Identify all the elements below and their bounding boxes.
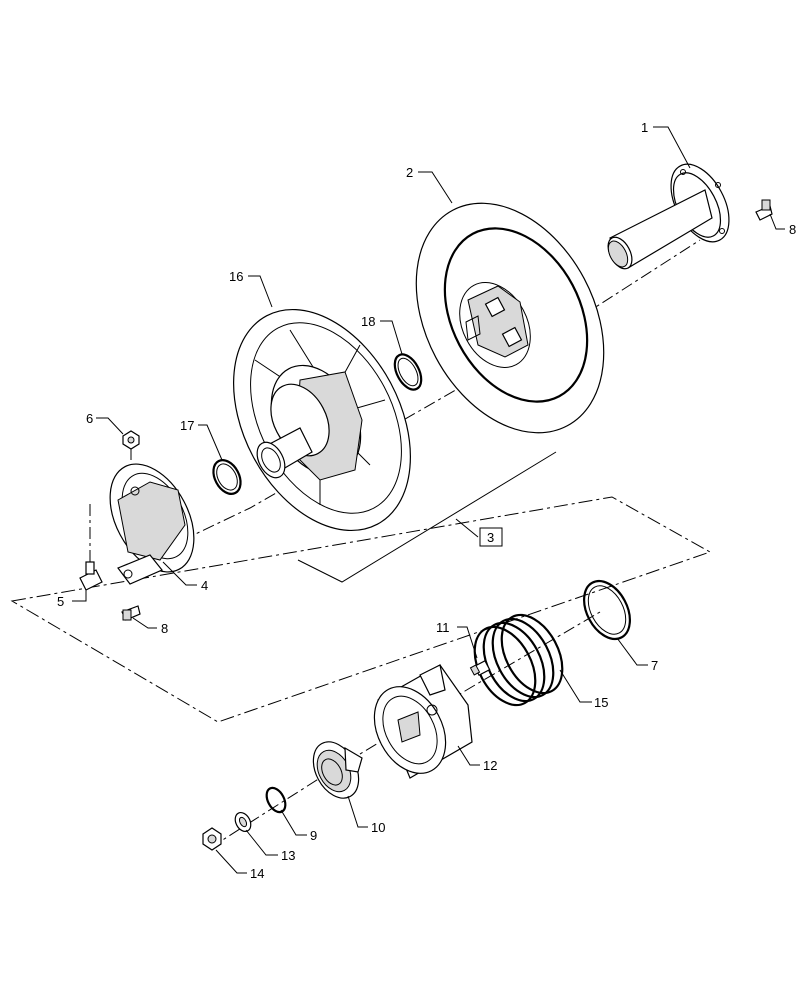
- part-15-spring: [473, 613, 564, 707]
- leader-12: [457, 745, 480, 766]
- callout-10: 10: [371, 820, 385, 835]
- part-9-snap-ring: [265, 786, 287, 814]
- callout-18: 18: [361, 314, 375, 329]
- callout-4: 4: [201, 578, 208, 593]
- part-12-cam: [373, 664, 473, 779]
- callout-13: 13: [281, 848, 295, 863]
- callout-9: 9: [310, 828, 317, 843]
- callout-16: 16: [229, 269, 243, 284]
- callout-2: 2: [406, 165, 413, 180]
- leader-9: [280, 809, 307, 836]
- leader-10: [347, 795, 368, 828]
- part-8-bolt-upper: [755, 199, 773, 221]
- callout-14: 14: [250, 866, 264, 881]
- leader-16: [248, 275, 273, 308]
- callout-6: 6: [86, 411, 93, 426]
- group-bracket-leader: [455, 518, 479, 538]
- callout-8-upper: 8: [789, 222, 796, 237]
- leader-1: [653, 126, 691, 169]
- callout-3: 3: [487, 530, 494, 545]
- part-5-bolt: [79, 561, 103, 591]
- subassembly-outline: [10, 496, 712, 723]
- part-8-bolt-lower: [121, 605, 141, 621]
- callout-15: 15: [594, 695, 608, 710]
- callout-3-box: 3: [479, 527, 503, 547]
- leader-6: [96, 417, 124, 435]
- callout-17: 17: [180, 418, 194, 433]
- leader-15: [559, 669, 592, 703]
- part-4-bracket: [109, 463, 195, 585]
- part-7-ring: [583, 579, 631, 641]
- callout-8-lower: 8: [161, 621, 168, 636]
- leader-13: [245, 829, 278, 856]
- main-centerline: [119, 239, 701, 571]
- part-13-washer: [234, 811, 252, 833]
- leader-8a: [132, 617, 157, 629]
- part-2-sheave: [415, 202, 605, 434]
- part-16-movable-sheave: [233, 308, 411, 532]
- leader-14: [215, 849, 247, 874]
- leader-11: [457, 626, 478, 659]
- leader-8b: [769, 213, 785, 230]
- callout-5: 5: [57, 594, 64, 609]
- leader-17: [198, 424, 223, 461]
- group-bracket: [297, 451, 557, 583]
- callout-12: 12: [483, 758, 497, 773]
- callout-7: 7: [651, 658, 658, 673]
- part-17-ring: [212, 459, 242, 495]
- callout-1: 1: [641, 120, 648, 135]
- leader-5: [72, 590, 87, 602]
- leader-7: [616, 637, 648, 666]
- part-11-screw: [469, 659, 491, 677]
- part-6-nut: [122, 430, 140, 450]
- callout-11: 11: [436, 620, 450, 635]
- leader-4: [162, 561, 197, 586]
- part-14-nut: [202, 827, 222, 851]
- part-18-snap-ring: [393, 353, 423, 391]
- leader-2: [418, 171, 453, 204]
- part-10-bearing: [312, 741, 363, 799]
- leader-18: [380, 320, 403, 355]
- part-1-shaft: [607, 163, 730, 270]
